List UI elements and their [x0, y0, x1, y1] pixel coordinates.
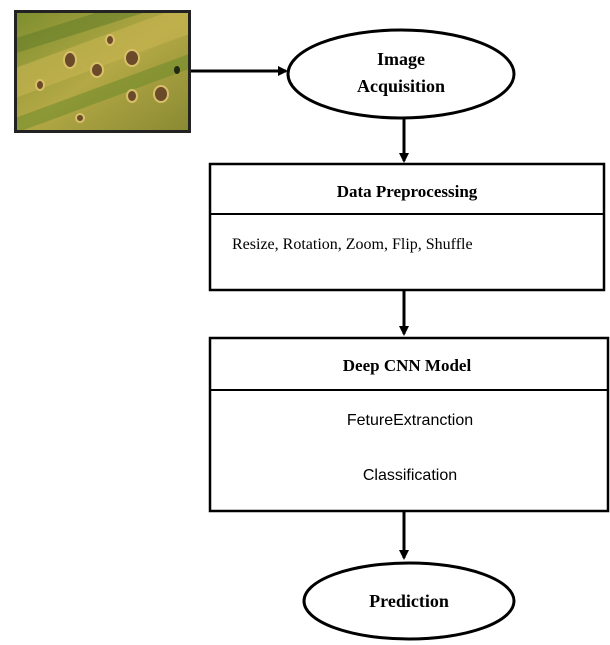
data-preprocessing-steps: Resize, Rotation, Zoom, Flip, Shuffle	[232, 236, 473, 253]
prediction-node: Prediction	[302, 561, 516, 641]
feature-extraction-label: FetureExtranction	[347, 412, 473, 429]
prediction-label: Prediction	[369, 591, 449, 611]
deep-cnn-model-title: Deep CNN Model	[343, 356, 472, 375]
data-preprocessing-node: Data Preprocessing Resize, Rotation, Zoo…	[208, 162, 606, 292]
data-preprocessing-title: Data Preprocessing	[337, 182, 478, 201]
deep-cnn-model-node: Deep CNN Model FetureExtranction Classif…	[208, 336, 610, 513]
image-acquisition-label-line2: Acquisition	[357, 76, 445, 96]
image-acquisition-label-line1: Image	[377, 49, 425, 69]
leaf-image	[14, 10, 191, 133]
image-acquisition-node: Image Acquisition	[286, 28, 516, 120]
classification-label: Classification	[363, 467, 457, 484]
